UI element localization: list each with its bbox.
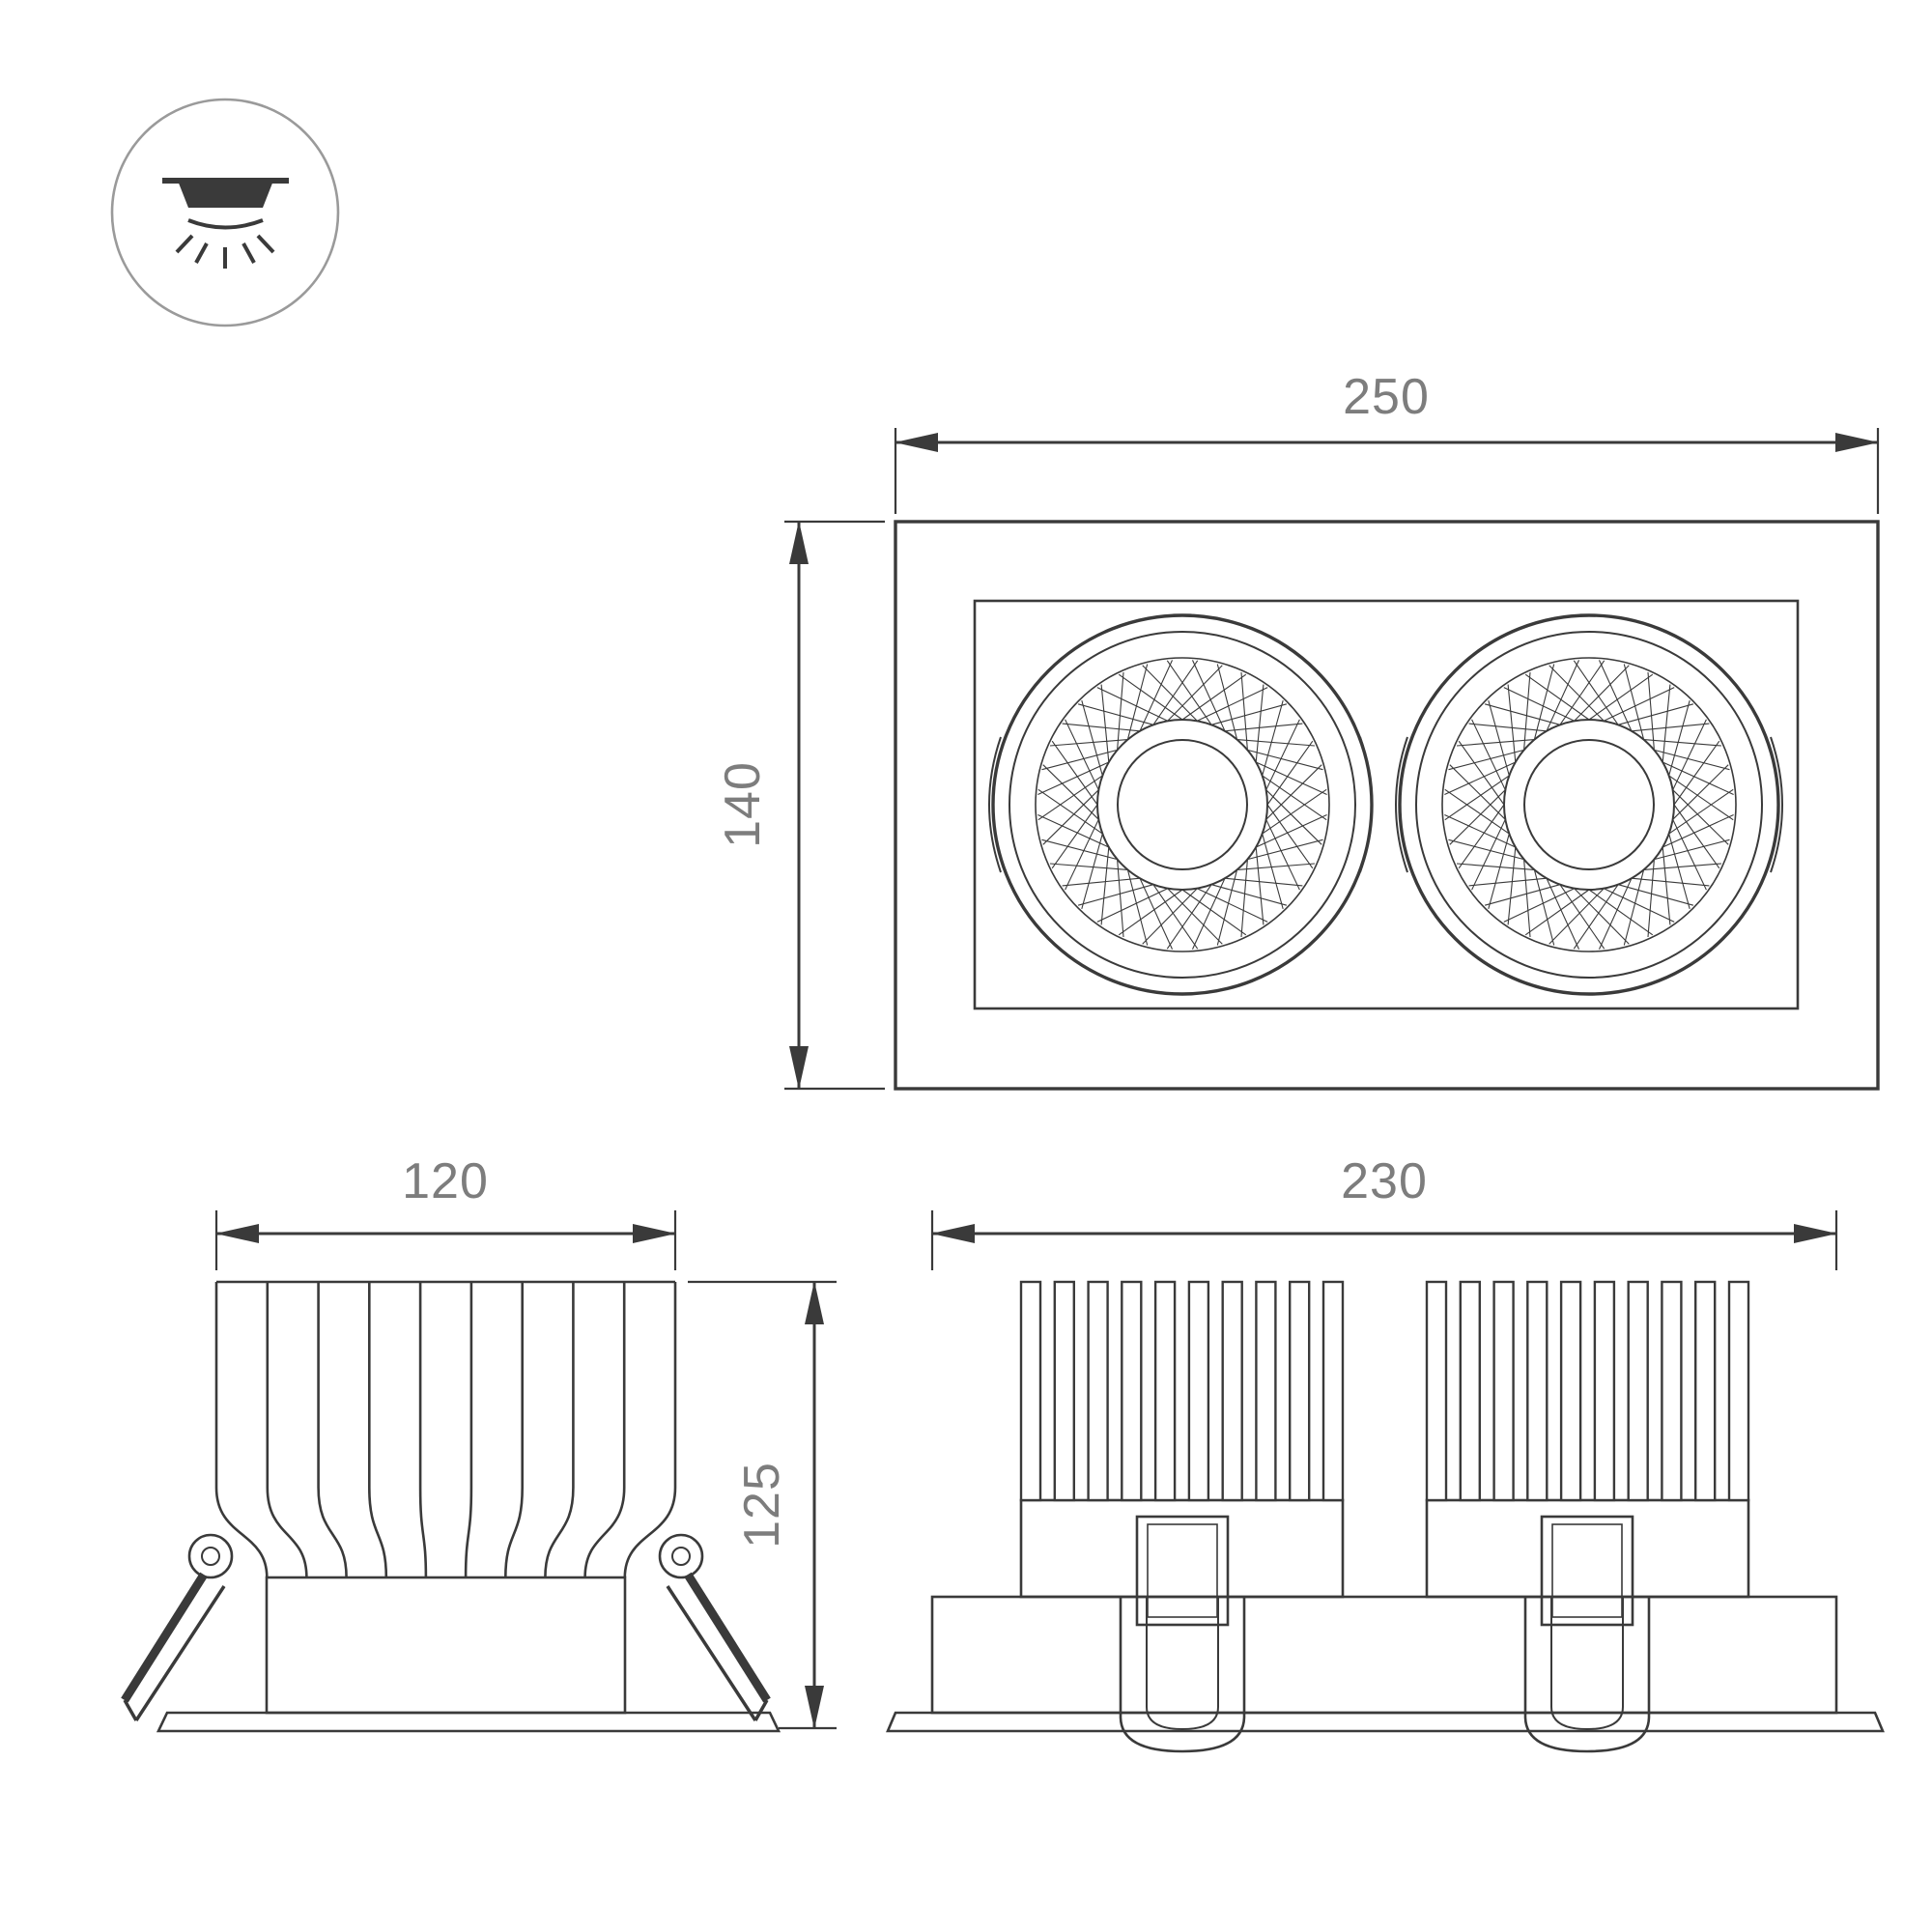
clip-pivot <box>187 1533 234 1579</box>
reflector-mesh <box>1444 660 1734 950</box>
icon-lamp-lens-arc <box>187 218 264 230</box>
heatsink-base-right <box>1425 1498 1750 1599</box>
clip-pivot-pin <box>201 1547 220 1566</box>
clip-ratchet-teeth <box>1147 1523 1218 1618</box>
icon-lamp-body <box>178 181 273 208</box>
led-ring <box>1096 719 1268 891</box>
icon-circle <box>110 98 340 327</box>
top-view: 250 140 <box>715 369 1880 1091</box>
dim-side-height: 125 <box>688 1280 837 1730</box>
gimbal-arc <box>988 736 1002 873</box>
heatsink-fins <box>214 1282 677 1578</box>
trim-flange <box>156 1711 781 1733</box>
clip-arm <box>666 1585 757 1721</box>
dim-side-width: 120 <box>214 1153 677 1270</box>
dim-top-width: 250 <box>894 369 1880 514</box>
clip-strap-outer <box>1523 1597 1651 1753</box>
clip-pivot <box>658 1533 704 1579</box>
dim-label-front-width: 230 <box>1341 1153 1428 1209</box>
clip-ratchet-teeth <box>1551 1523 1623 1618</box>
led-ring <box>1503 719 1675 891</box>
dim-top-height: 140 <box>715 520 885 1091</box>
trim-flange-front <box>886 1711 1885 1733</box>
clip-arm <box>121 1572 208 1703</box>
dim-label-side-width: 120 <box>402 1153 489 1209</box>
heatsink-pins-left <box>1019 1280 1345 1502</box>
lens-outer-ring <box>1398 613 1780 996</box>
dim-label-side-height: 125 <box>734 1462 790 1548</box>
clip-pivot-pin <box>671 1547 691 1566</box>
clip-strap-inner <box>1550 1597 1624 1731</box>
led-chip <box>1117 739 1248 870</box>
clip-arm <box>684 1572 771 1703</box>
gimbal-arc <box>1395 736 1408 873</box>
lens-left <box>988 613 1374 996</box>
front-view: 230 <box>886 1153 1885 1753</box>
clip-strap-outer <box>1119 1597 1246 1753</box>
reflector-rim <box>1441 657 1737 952</box>
lens-outer-ring <box>991 613 1374 996</box>
heatsink-pins-right <box>1425 1280 1750 1502</box>
fixture-body <box>930 1595 1838 1715</box>
led-chip <box>1523 739 1655 870</box>
housing-body <box>265 1576 627 1715</box>
dim-label-top-height: 140 <box>715 761 771 848</box>
recessed-downlight-icon <box>110 98 340 327</box>
dim-label-top-width: 250 <box>1343 369 1430 425</box>
clip-ratchet-frame <box>1135 1515 1230 1627</box>
clip-strap-inner <box>1146 1597 1219 1731</box>
clip-tip <box>123 1699 138 1721</box>
dim-front-width: 230 <box>930 1153 1838 1270</box>
clip-arm <box>134 1585 226 1721</box>
spring-clip-left <box>121 1533 234 1721</box>
lens-ring <box>1415 631 1763 979</box>
spring-clip-right <box>658 1533 771 1721</box>
fixture-outer-frame <box>894 520 1880 1091</box>
clip-ratchet-frame <box>1540 1515 1634 1627</box>
reflector-rim <box>1035 657 1330 952</box>
heatsink-base-left <box>1019 1498 1345 1599</box>
clip-tip <box>753 1699 769 1721</box>
side-view: 120 125 <box>121 1153 837 1733</box>
fixture-inner-frame <box>973 599 1800 1010</box>
mounting-clip-left <box>1119 1515 1246 1753</box>
mounting-clip-right <box>1523 1515 1651 1753</box>
gimbal-arc <box>1770 736 1783 873</box>
lens-right <box>1395 613 1783 996</box>
icon-light-rays <box>175 234 275 269</box>
reflector-mesh <box>1037 660 1327 950</box>
lens-ring <box>1009 631 1356 979</box>
